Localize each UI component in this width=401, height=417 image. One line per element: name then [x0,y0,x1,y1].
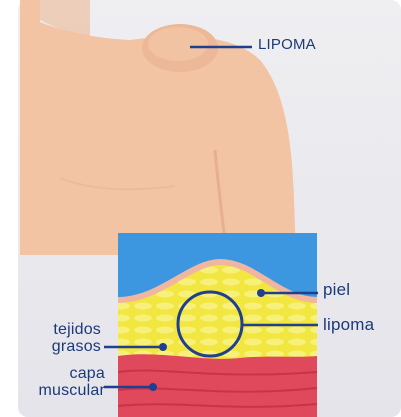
label-tejidos-line1: tejidos [52,321,101,338]
capa-pointer-dot [149,383,157,391]
label-lipoma-shoulder: LIPOMA [258,36,316,53]
label-capa-line2: muscular [38,382,105,399]
label-lipoma: lipoma [323,315,374,335]
label-tejidos-line2: grasos [52,338,101,355]
label-piel: piel [323,280,350,300]
shoulder-lipoma-highlight [148,27,208,61]
label-capa-line1: capa [38,365,105,382]
tejidos-pointer-dot [159,343,167,351]
piel-pointer-dot [257,289,265,297]
label-capa-muscular: capa muscular [38,365,105,399]
label-tejidos-grasos: tejidos grasos [52,321,101,355]
